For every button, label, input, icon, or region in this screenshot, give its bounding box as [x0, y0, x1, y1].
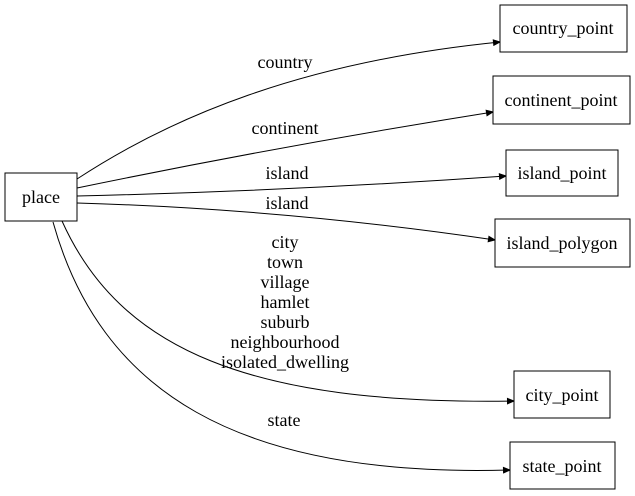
node-continent-point-label: continent_point — [505, 90, 618, 110]
edge-label-state: state — [268, 410, 301, 430]
node-city-point: city_point — [513, 370, 611, 419]
edge-label-island-point: island — [266, 163, 309, 183]
node-island-point: island_point — [505, 149, 619, 197]
node-country-point-box — [499, 4, 628, 53]
edge-label-country: country — [258, 52, 313, 72]
edge-place-continent-point — [76, 109, 495, 189]
node-place-box — [4, 172, 78, 222]
node-continent-point-box — [492, 75, 631, 125]
node-island-point-box — [505, 149, 619, 197]
edge-place-country-point — [76, 39, 502, 180]
node-island-polygon-label: island_polygon — [507, 233, 618, 253]
node-island-point-label: island_point — [518, 163, 607, 183]
edge-label-continent: continent — [252, 118, 319, 138]
edge-label-city-line: city — [272, 232, 299, 252]
node-country-point-label: country_point — [513, 18, 614, 38]
edge-place-state-point — [52, 221, 512, 474]
node-city-point-label: city_point — [526, 385, 599, 405]
node-place-label: place — [22, 187, 60, 207]
edge-label-isolated-dwelling-line: isolated_dwelling — [221, 352, 349, 372]
edge-label-hamlet-line: hamlet — [261, 292, 310, 312]
edge-label-suburb-line: suburb — [261, 312, 310, 332]
edge-label-city-multiline: city town village hamlet suburb neighbou… — [221, 232, 349, 372]
node-state-point-label: state_point — [523, 456, 602, 476]
edge-label-town-line: town — [267, 252, 303, 272]
edge-place-island-polygon — [76, 202, 497, 243]
node-continent-point: continent_point — [492, 75, 631, 125]
node-country-point: country_point — [499, 4, 628, 53]
node-place: place — [4, 172, 78, 222]
edge-place-city-point — [61, 220, 516, 405]
node-state-point-box — [509, 441, 616, 490]
edge-place-island-point — [76, 173, 508, 197]
edge-label-village-line: village — [261, 272, 310, 292]
node-state-point: state_point — [509, 441, 616, 490]
edge-label-neighbourhood-line: neighbourhood — [231, 332, 340, 352]
node-island-polygon-box — [494, 218, 631, 268]
edge-label-island-polygon: island — [266, 193, 309, 213]
node-island-polygon: island_polygon — [494, 218, 631, 268]
node-city-point-box — [513, 370, 611, 419]
